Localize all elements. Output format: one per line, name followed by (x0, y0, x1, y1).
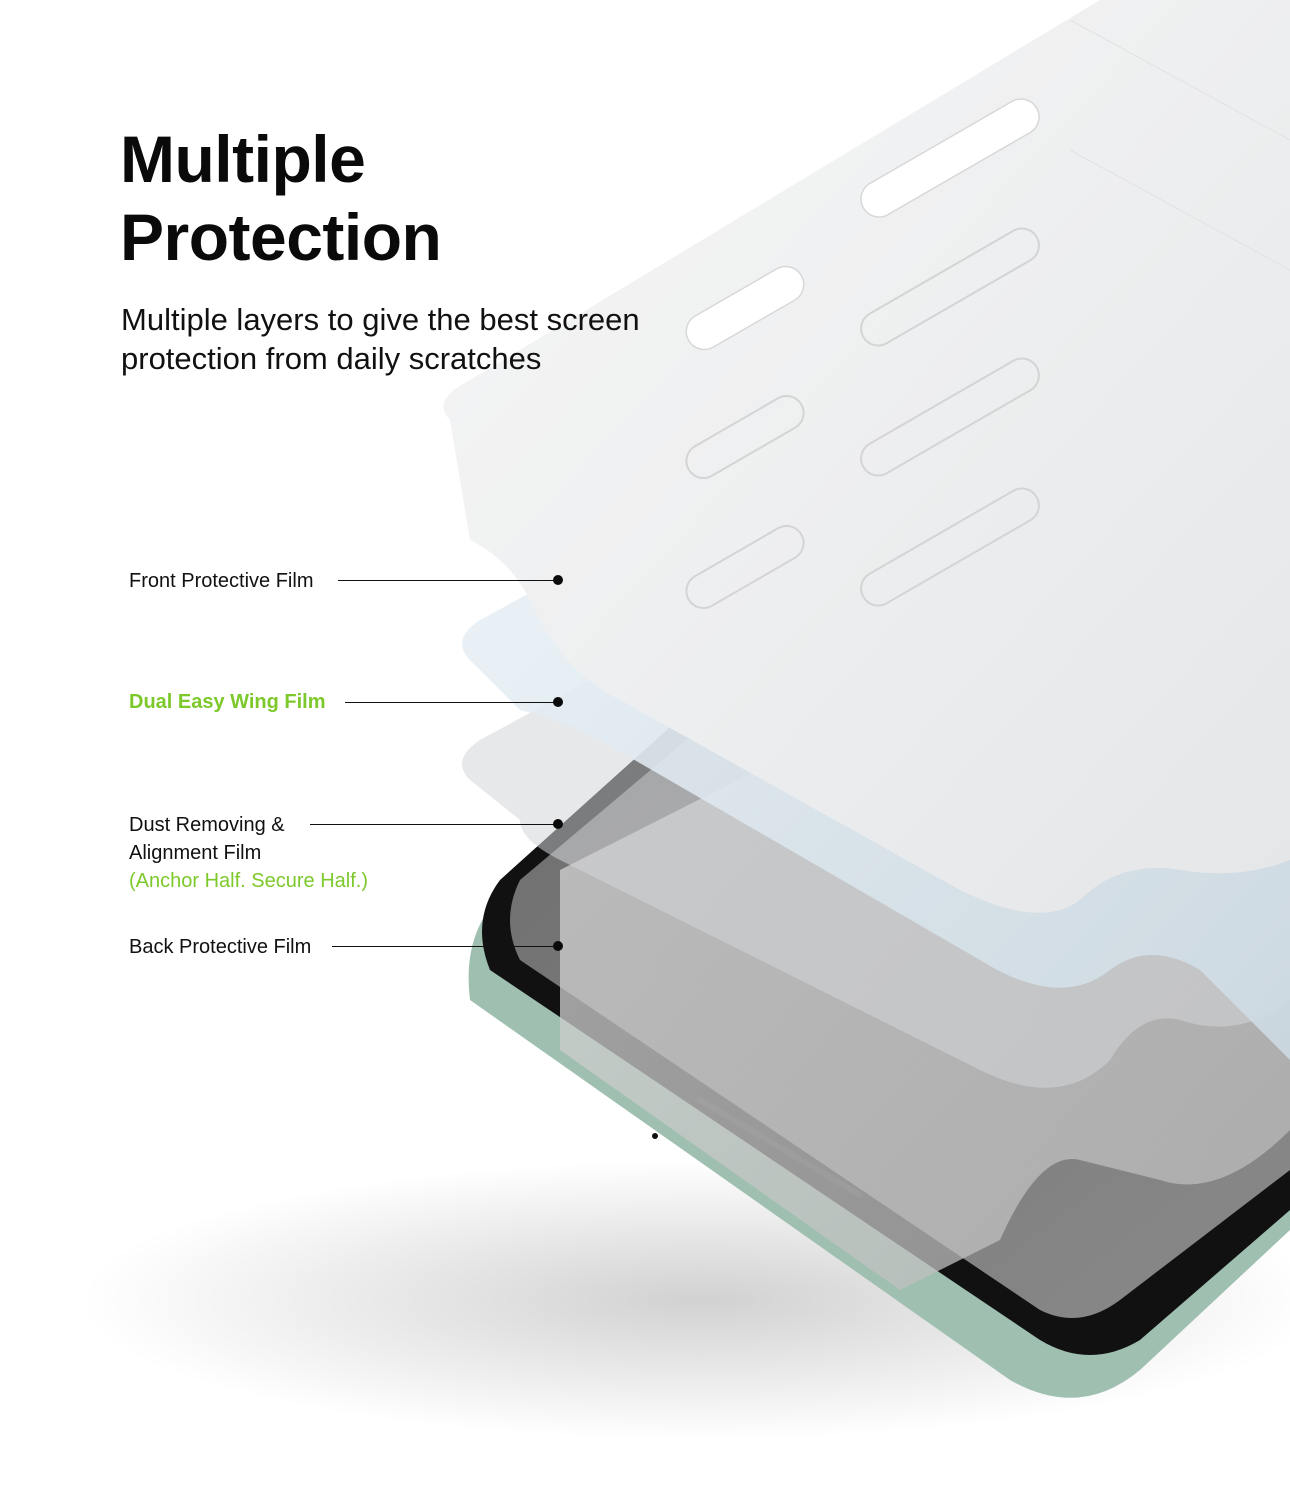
callout-label-line-1: Dust Removing & (129, 814, 285, 836)
callout-dot (553, 575, 563, 585)
front-protective-film-shape (443, 0, 1290, 913)
title-line-1: Multiple (120, 122, 366, 196)
callout-dot (553, 941, 563, 951)
page-subtitle: Multiple layers to give the best screen … (121, 300, 701, 378)
subtitle-line-2: protection from daily scratches (121, 341, 542, 376)
callout-label: Front Protective Film (129, 570, 314, 592)
callout-dust-removing-alignment-film: Dust Removing & Alignment Film (Anchor H… (129, 811, 368, 895)
film-embossed-slots (685, 227, 1040, 609)
callout-dot (553, 819, 563, 829)
leader-line (310, 824, 558, 825)
callout-label-line-2: Alignment Film (129, 842, 262, 864)
callout-front-protective-film: Front Protective Film (129, 567, 313, 595)
title-line-2: Protection (120, 200, 442, 274)
callout-label: Back Protective Film (129, 936, 312, 958)
leader-line (332, 946, 558, 947)
callout-back-protective-film: Back Protective Film (129, 933, 311, 961)
callout-note: (Anchor Half. Secure Half.) (129, 870, 368, 892)
film-cutouts (685, 98, 1040, 351)
callout-dot (553, 697, 563, 707)
page-title: Multiple Protection (120, 120, 640, 276)
leader-line (345, 702, 558, 703)
callout-dual-easy-wing-film: Dual Easy Wing Film (129, 688, 326, 716)
subtitle-line-1: Multiple layers to give the best screen (121, 302, 640, 337)
callout-label: Dual Easy Wing Film (129, 691, 326, 713)
leader-line (338, 580, 558, 581)
